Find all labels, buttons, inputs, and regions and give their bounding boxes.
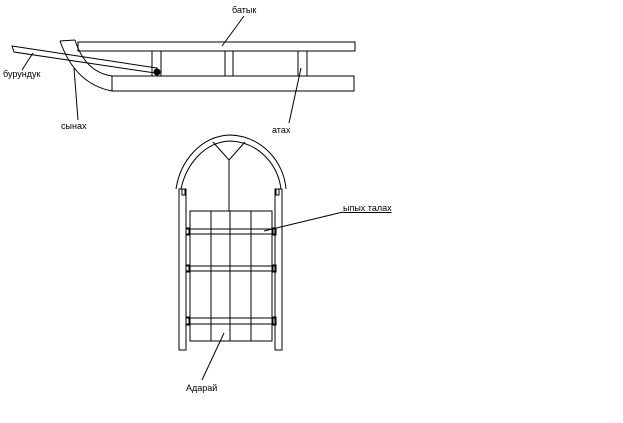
left-runner (178, 188, 187, 351)
bottom-runner (111, 75, 355, 92)
left-bracket (181, 188, 186, 196)
runner-front-curve (59, 39, 113, 92)
sledge-top-view (175, 134, 287, 351)
crossbar-cap (185, 264, 190, 273)
leader-talakh (263, 211, 344, 232)
top-rail (77, 41, 356, 52)
deck (189, 210, 273, 342)
post-3 (297, 50, 308, 77)
crossbar-cap (272, 316, 277, 326)
label-buruncuk: бурундук (3, 69, 41, 79)
crossbar-cap (185, 316, 190, 326)
leader-adarai (201, 332, 225, 381)
sledge-bow-inner (180, 140, 282, 190)
crossbar-3 (185, 317, 277, 325)
leader-batyk (221, 15, 245, 47)
label-synakh: сынах (61, 121, 87, 131)
leader-lines (21, 15, 344, 381)
post-1 (151, 50, 162, 77)
label-atakh: атах (272, 125, 291, 135)
leader-synakh (73, 67, 79, 121)
leader-atakh (288, 67, 302, 124)
sledge-side-view (11, 39, 356, 92)
sledge-bow (175, 134, 287, 190)
crossbar-1 (185, 228, 277, 235)
crossbar-cap (185, 227, 190, 236)
leader-buruncuk (21, 52, 34, 71)
ski-tip (59, 39, 76, 42)
bow-fork (212, 141, 246, 161)
label-adarai: Адарай (186, 383, 218, 393)
bolt-dot (153, 68, 161, 76)
crossbar-2 (185, 265, 277, 272)
crossbar-cap (272, 264, 277, 273)
right-bracket (275, 188, 280, 196)
post-2 (224, 50, 234, 77)
label-talakh: ыпых талах (343, 203, 392, 213)
label-batyk: батык (232, 5, 257, 15)
